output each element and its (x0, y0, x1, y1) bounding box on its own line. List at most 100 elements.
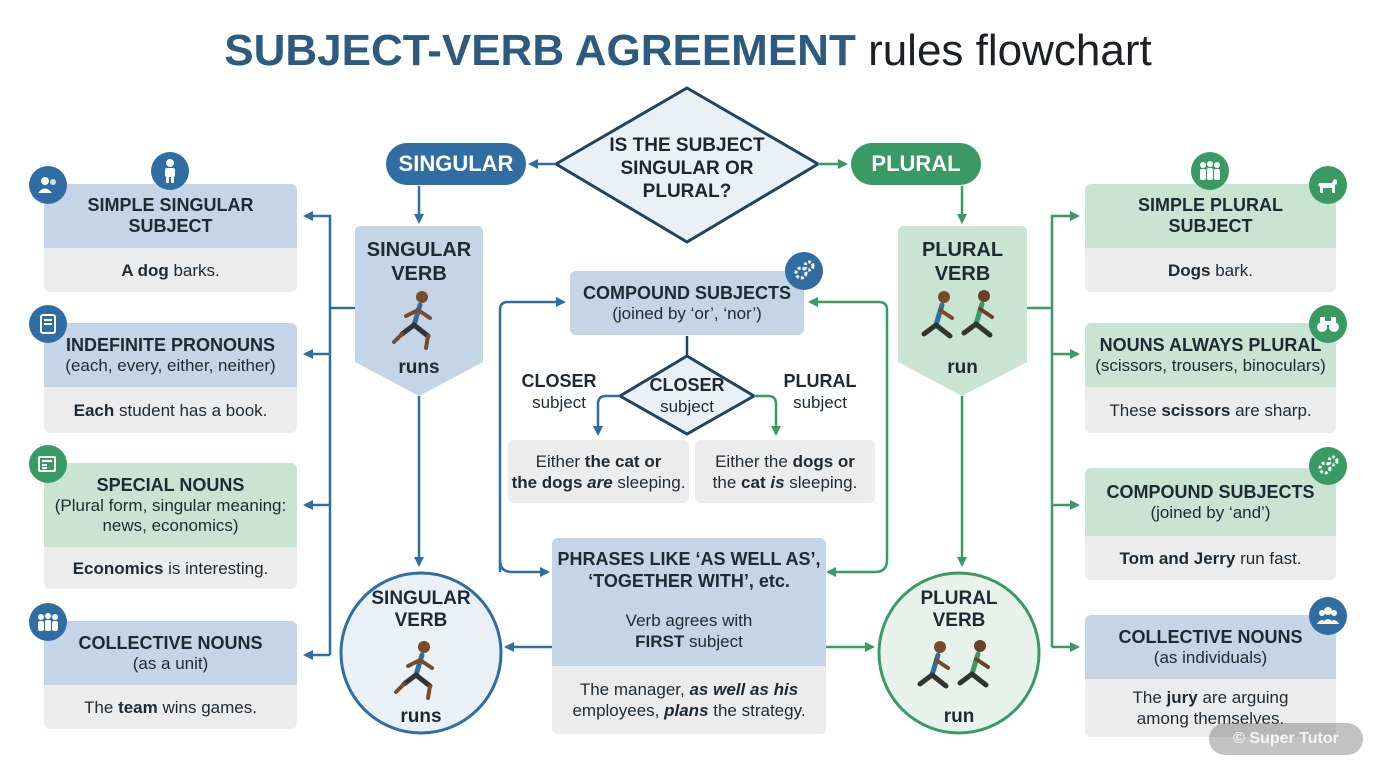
card-title-2: SUBJECT (128, 216, 213, 236)
card-head: SIMPLE PLURAL SUBJECT (1085, 184, 1336, 248)
example-bold: Each (73, 400, 115, 420)
singular-pill: SINGULAR (386, 143, 526, 185)
plural-verb-label: PLURAL VERB (898, 238, 1027, 286)
example-bold: jury (1166, 688, 1198, 707)
card-title: COMPOUND SUBJECTS (1106, 481, 1315, 502)
example-text: student has a book. (114, 400, 268, 420)
title-bold: SUBJECT-VERB AGREEMENT (224, 26, 856, 75)
ex-bold: dogs or (792, 451, 855, 471)
singular-verb-line-2: VERB (391, 263, 447, 285)
example-text: bark. (1210, 260, 1254, 280)
card-example: Tom and Jerry run fast. (1085, 536, 1336, 580)
plural-verb-line-2: VERB (934, 263, 991, 285)
right-branch-line-1: PLURAL (783, 371, 857, 391)
example-bold: A dog (121, 260, 169, 280)
card-title: INDEFINITE PRONOUNS (65, 334, 275, 355)
group-icon (1309, 597, 1347, 635)
runners-icon-plural-circle (917, 640, 990, 689)
example-pre: The (84, 697, 119, 717)
card-simple-plural: SIMPLE PLURAL SUBJECT Dogs bark. (1085, 184, 1336, 292)
person-icon (151, 152, 189, 190)
card-collective-unit: COLLECTIVE NOUNS (as a unit) The team wi… (44, 621, 297, 729)
card-title: SPECIAL NOUNS (96, 474, 245, 495)
singular-verb-example: runs (398, 357, 440, 378)
closer-decision-line-1: CLOSER (649, 375, 725, 395)
team-icon (29, 603, 67, 641)
dog-icon (1309, 166, 1347, 204)
phrases-rule-bold: FIRST (635, 632, 685, 651)
page-title: SUBJECT-VERB AGREEMENT rules flowchart (0, 26, 1376, 76)
card-indefinite-pronouns: INDEFINITE PRONOUNS (each, every, either… (44, 323, 297, 433)
plural-verb-example: run (947, 357, 978, 378)
example-bold: Tom and Jerry (1119, 548, 1236, 568)
runner-icon-singular-circle (394, 641, 434, 700)
plural-circle-example: run (943, 706, 975, 727)
phrases-rule-1: Verb agrees with (625, 611, 753, 630)
ex-bold: the cat or (584, 451, 662, 471)
ex-text: Either (535, 451, 585, 471)
card-head: NOUNS ALWAYS PLURAL (scissors, trousers,… (1085, 323, 1336, 387)
card-subtitle: (each, every, either, neither) (65, 355, 276, 375)
singular-circle-line-2: VERB (394, 610, 448, 631)
example-text: are sharp. (1230, 400, 1312, 420)
card-subtitle: (scissors, trousers, binoculars) (1095, 355, 1326, 375)
phrases-ex-bold: as well as his (689, 680, 799, 699)
left-branch-line-1: CLOSER (521, 371, 597, 391)
example-bold: scissors (1161, 400, 1231, 420)
singular-circle-example: runs (400, 706, 442, 727)
example-text: are arguing (1197, 688, 1289, 707)
right-example-box: Either the dogs or the cat is sleeping. (695, 440, 875, 503)
card-head: COMPOUND SUBJECTS (joined by ‘or’, ‘nor’… (570, 271, 804, 335)
card-example: Each student has a book. (44, 387, 297, 433)
right-branch-label: PLURAL subject (772, 371, 868, 413)
card-title: SIMPLE SINGULAR (87, 195, 254, 215)
plural-verb-line-1: PLURAL (921, 239, 1004, 261)
ex-bold-2: cat (741, 472, 766, 492)
watermark: © Super Tutor (1209, 723, 1363, 755)
plural-pill: PLURAL (851, 143, 981, 185)
title-rest: rules flowchart (868, 26, 1152, 75)
plural-verb-box (898, 226, 1027, 396)
decision-line-1: IS THE SUBJECT (609, 135, 765, 156)
phrases-ex-mid: employees, (572, 701, 665, 720)
example-text: wins games. (157, 697, 257, 717)
card-head: SIMPLE SINGULAR SUBJECT (44, 184, 297, 248)
card-title: COLLECTIVE NOUNS (1118, 626, 1303, 647)
card-head: COLLECTIVE NOUNS (as individuals) (1085, 615, 1336, 679)
phrases-ex-verb: plans (664, 701, 709, 720)
ex-text: Either the (715, 451, 793, 471)
card-example: The jury are arguing among themselves. (1085, 679, 1336, 737)
plural-circle-line-2: VERB (932, 610, 986, 631)
phrases-head: PHRASES LIKE ‘AS WELL AS’, ‘TOGETHER WIT… (552, 538, 826, 666)
card-head: COMPOUND SUBJECTS (joined by ‘and’) (1085, 468, 1336, 536)
ex-text-2: sleeping. (612, 472, 686, 492)
phrases-ex-pre: The manager, (579, 680, 690, 699)
singular-verb-label: SINGULAR VERB (355, 238, 483, 286)
phrases-rule-2: subject (684, 632, 743, 651)
singular-circle-label: SINGULAR VERB (361, 588, 481, 632)
card-subtitle: (as a unit) (132, 653, 209, 673)
example-bold: Dogs (1167, 260, 1211, 280)
closer-decision-label: CLOSER subject (637, 375, 737, 417)
decision-line-2: SINGULAR OR (620, 158, 754, 179)
card-subtitle: (as individuals) (1153, 647, 1268, 667)
left-example-box: Either the cat or the dogs are sleeping. (508, 440, 689, 503)
card-special-nouns: SPECIAL NOUNS (Plural form, singular mea… (44, 463, 297, 589)
card-title: NOUNS ALWAYS PLURAL (1099, 334, 1322, 355)
gears-icon (1309, 447, 1347, 485)
example-text: is interesting. (163, 558, 269, 578)
card-example: A dog barks. (44, 248, 297, 292)
ex-text-2: the (712, 472, 742, 492)
example-bold: team (118, 697, 158, 717)
ex-bold-2: the dogs (511, 472, 588, 492)
decision-diamond (553, 86, 821, 244)
card-head: COLLECTIVE NOUNS (as a unit) (44, 621, 297, 685)
compound-or-subtitle: (joined by ‘or’, ‘nor’) (612, 303, 762, 323)
singular-verb-line-1: SINGULAR (366, 239, 472, 261)
example-pre: These (1109, 400, 1162, 420)
example-text-2: among themselves. (1136, 709, 1285, 728)
card-title: SIMPLE PLURAL (1137, 195, 1283, 215)
card-example: Dogs bark. (1085, 248, 1336, 292)
plural-circle-label: PLURAL VERB (899, 588, 1019, 632)
book-icon (29, 305, 67, 343)
